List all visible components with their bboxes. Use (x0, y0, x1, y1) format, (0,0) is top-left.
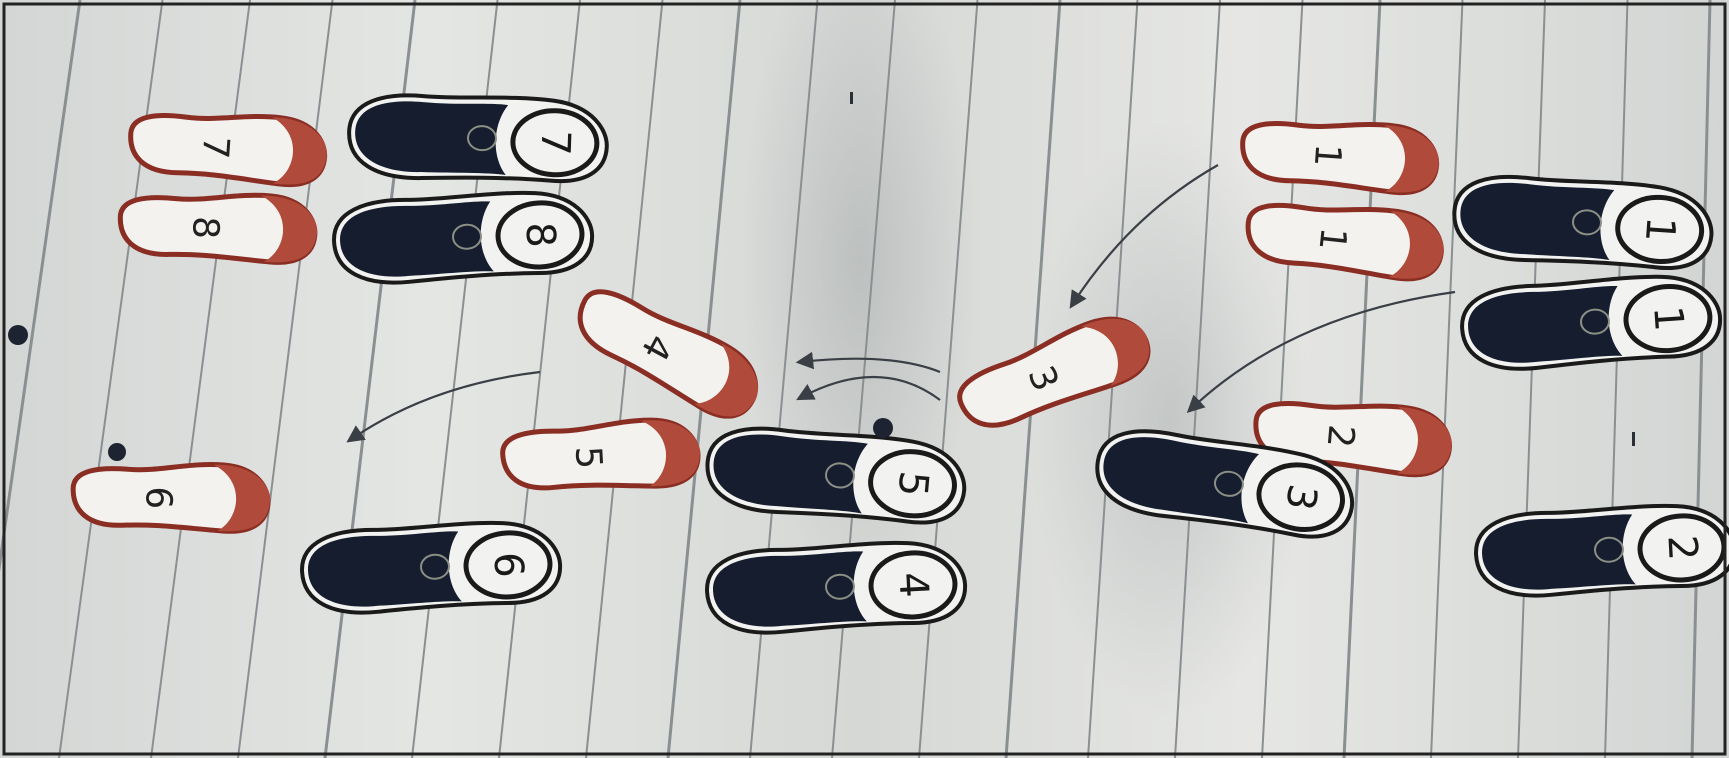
footprint-number: 6 (484, 551, 531, 579)
footprint-number: 1 (1636, 215, 1684, 244)
floor-mark (873, 418, 893, 438)
leader-footprint: 6 (300, 519, 562, 616)
footprint-number: 2 (1319, 423, 1362, 449)
footprint-number: 1 (1310, 225, 1353, 252)
footprint-number: 6 (137, 486, 178, 510)
footprint-number: 1 (1644, 304, 1692, 333)
leader-footprint: 8 (332, 189, 594, 286)
floor-mark (1632, 432, 1635, 446)
footprint-number: 7 (531, 129, 578, 156)
footprint-number: 1 (1306, 142, 1348, 168)
leader-footprint: 2 (1474, 502, 1729, 599)
leader-footprint: 7 (348, 92, 609, 185)
footprint-number: 4 (889, 571, 936, 599)
follower-footprint: 6 (72, 462, 270, 532)
footprint-number: 8 (184, 215, 226, 239)
footprint-number: 5 (567, 445, 609, 470)
follower-footprint: 8 (119, 190, 318, 263)
floor-mark (108, 443, 126, 461)
floor-mark (8, 325, 28, 345)
leader-footprint: 4 (705, 539, 967, 636)
footprint-number: 7 (194, 134, 236, 160)
footprint-number: 8 (516, 221, 563, 249)
footprint-number: 5 (889, 469, 937, 498)
floor-mark (850, 92, 853, 104)
footprint-number: 2 (1658, 534, 1705, 562)
